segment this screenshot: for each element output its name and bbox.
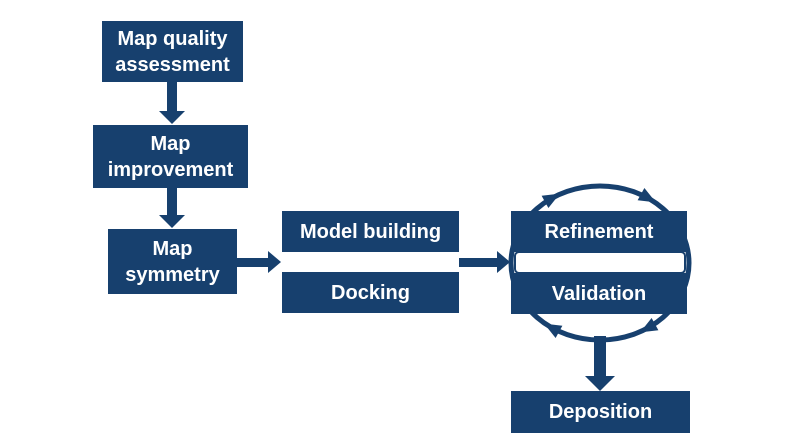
node-label: Docking	[331, 281, 410, 304]
cycle-arrowhead-bottom-left-icon	[544, 323, 563, 339]
node-label: Map quality assessment	[115, 27, 230, 76]
cycle-arrowhead-bottom-right-icon	[640, 317, 659, 333]
arrow-cycle-to-deposition	[585, 336, 615, 391]
node-label: Refinement	[544, 220, 654, 243]
node-map-symmetry: Map symmetry	[108, 229, 237, 294]
arrow-building-to-refinement	[459, 251, 510, 273]
node-validation: Validation	[511, 273, 687, 314]
cycle-arrowhead-top-right-icon	[637, 187, 656, 203]
node-deposition: Deposition	[511, 391, 690, 433]
node-label: Map improvement	[107, 132, 234, 181]
node-docking: Docking	[282, 272, 459, 313]
node-label: Validation	[551, 282, 647, 305]
arrow-quality-to-improvement	[159, 82, 185, 124]
node-map-improvement: Map improvement	[93, 125, 248, 188]
node-model-building: Model building	[282, 211, 459, 252]
node-map-quality-assessment: Map quality assessment	[102, 21, 243, 82]
node-refinement: Refinement	[511, 211, 687, 252]
arrow-improvement-to-symmetry	[159, 188, 185, 228]
arrow-symmetry-to-building	[237, 251, 281, 273]
node-label: Model building	[299, 220, 442, 243]
node-label: Map symmetry	[125, 237, 220, 286]
node-label: Deposition	[548, 401, 653, 423]
refinement-validation-slot	[514, 251, 686, 274]
cycle-arrowhead-top-left-icon	[541, 193, 560, 209]
